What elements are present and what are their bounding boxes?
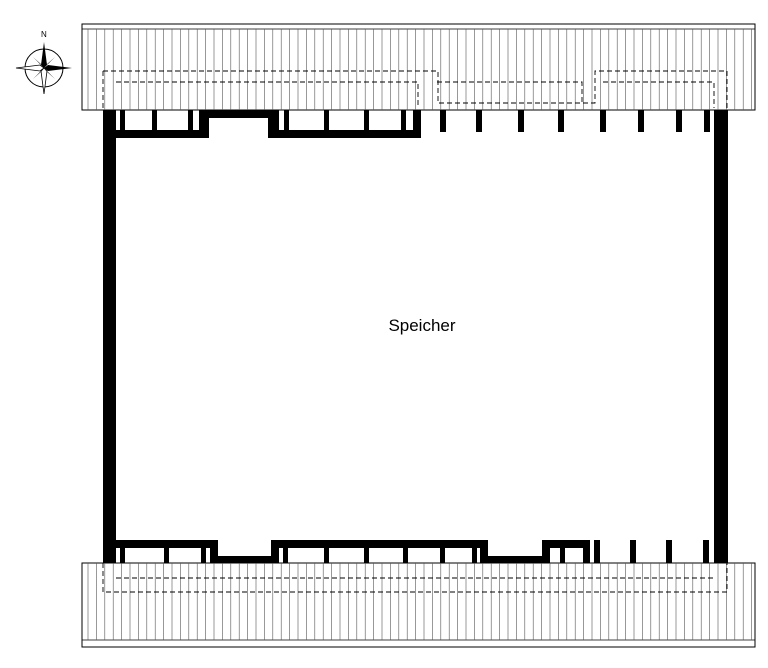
wall-left [103, 110, 116, 563]
roof-top [81, 23, 756, 111]
wall-right [714, 110, 728, 563]
roof-bottom [81, 562, 756, 648]
walls [103, 110, 728, 563]
room-label: Speicher [388, 316, 455, 335]
compass-rose-icon: N [15, 30, 72, 95]
compass-north-label: N [41, 30, 47, 39]
